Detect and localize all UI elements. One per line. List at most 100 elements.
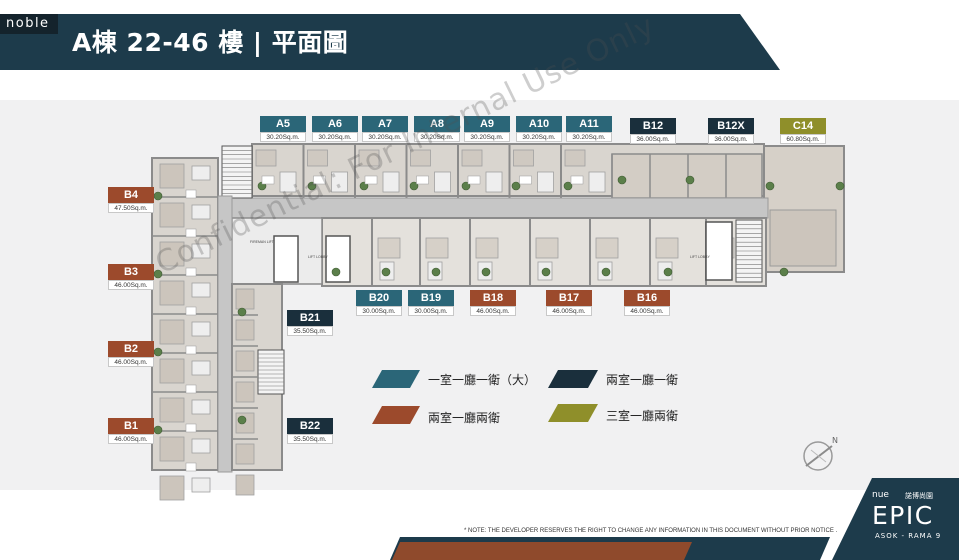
unit-code: A9 — [464, 116, 510, 132]
unit-code: A7 — [362, 116, 408, 132]
plant-icon — [685, 175, 695, 185]
bathroom-area — [588, 171, 606, 193]
unit-area: 30.20Sq.m. — [566, 132, 612, 142]
bed-icon — [313, 175, 326, 185]
bedroom-area — [255, 149, 277, 167]
legend-swatch-1 — [372, 370, 420, 388]
unit-area: 46.00Sq.m. — [470, 306, 516, 316]
bathroom-area — [191, 438, 211, 454]
compass-north-label: N — [832, 436, 838, 445]
unit-area: 30.00Sq.m. — [356, 306, 402, 316]
unit-area: 46.00Sq.m. — [546, 306, 592, 316]
unit-area: 60.80Sq.m. — [780, 134, 826, 144]
unit-area: 30.20Sq.m. — [464, 132, 510, 142]
bedroom-area — [159, 241, 185, 267]
lift-lobby-label: LIFT LOBBY — [308, 255, 328, 259]
unit-area: 36.00Sq.m. — [708, 134, 754, 144]
bedroom-area — [159, 358, 185, 384]
legend-swatch-4 — [548, 404, 598, 422]
bedroom-area — [410, 149, 431, 167]
bathroom-area — [485, 171, 503, 193]
bedroom-area — [425, 237, 449, 259]
unit-code: B4 — [108, 187, 154, 203]
bedroom-area — [235, 288, 255, 310]
header-bar — [0, 14, 780, 70]
unit-area: 46.00Sq.m. — [108, 357, 154, 367]
left-unit-walls — [152, 157, 218, 501]
furniture-hints — [185, 175, 584, 472]
lift-label: LIFT LOBBY — [690, 255, 710, 259]
unit-area: 30.20Sq.m. — [260, 132, 306, 142]
legend-swatch-3 — [372, 406, 420, 424]
plant-icon — [563, 181, 573, 191]
brand-tag: noble — [0, 14, 58, 34]
plant-icon — [153, 347, 163, 357]
bedroom-area — [235, 474, 255, 496]
bedroom-area — [159, 280, 185, 306]
bedroom-area — [461, 149, 483, 167]
unit-code: A5 — [260, 116, 306, 132]
bathroom-area — [331, 171, 348, 193]
plant-icon — [381, 267, 391, 277]
plant-icon — [409, 181, 419, 191]
bedroom-area — [235, 350, 255, 372]
plant-icon — [765, 181, 775, 191]
bed-icon — [519, 175, 532, 185]
logo-subtitle: ASOK - RAMA 9 — [875, 532, 942, 540]
unit-code: B20 — [356, 290, 402, 306]
plant-icon — [541, 267, 551, 277]
bedroom-area — [307, 149, 328, 167]
bedroom-area — [159, 436, 185, 462]
bathroom-area — [191, 477, 211, 493]
disclaimer-note: * NOTE: THE DEVELOPER RESERVES THE RIGHT… — [464, 528, 838, 534]
bedroom-area — [595, 237, 619, 259]
table-icon — [185, 423, 197, 433]
unit-code: A8 — [414, 116, 460, 132]
bed-icon — [364, 175, 378, 185]
bed-icon — [261, 175, 275, 185]
bedroom-area — [475, 237, 499, 259]
stair-treads-center — [258, 353, 284, 391]
unit-area: 47.50Sq.m. — [108, 203, 154, 213]
table-icon — [185, 345, 197, 355]
bedroom-area — [159, 319, 185, 345]
bathroom-area — [279, 171, 297, 193]
north-compass-icon: N — [803, 436, 838, 471]
page-title: A棟 22-46 樓 | 平面圖 — [72, 28, 349, 57]
unit-code: A11 — [566, 116, 612, 132]
bedroom-area — [159, 163, 185, 189]
unit-c14-room — [769, 209, 837, 267]
unit-code: B2 — [108, 341, 154, 357]
bed-icon — [467, 175, 481, 185]
bathroom-area — [191, 321, 211, 337]
unit-code: B22 — [287, 418, 333, 434]
logo-epic-text: EPIC — [872, 501, 934, 530]
plant-icon — [617, 175, 627, 185]
table-icon — [185, 228, 197, 238]
center-unit-walls — [232, 283, 258, 496]
plant-icon — [835, 181, 845, 191]
bathroom-area — [191, 282, 211, 298]
table-icon — [185, 462, 197, 472]
bedroom-area — [235, 443, 255, 465]
lift-shaft-east — [705, 221, 733, 281]
unit-code: A6 — [312, 116, 358, 132]
bedroom-area — [513, 149, 534, 167]
stair-treads-east — [736, 224, 762, 278]
plant-icon — [153, 191, 163, 201]
bedroom-area — [159, 475, 185, 501]
bathroom-area — [191, 165, 211, 181]
